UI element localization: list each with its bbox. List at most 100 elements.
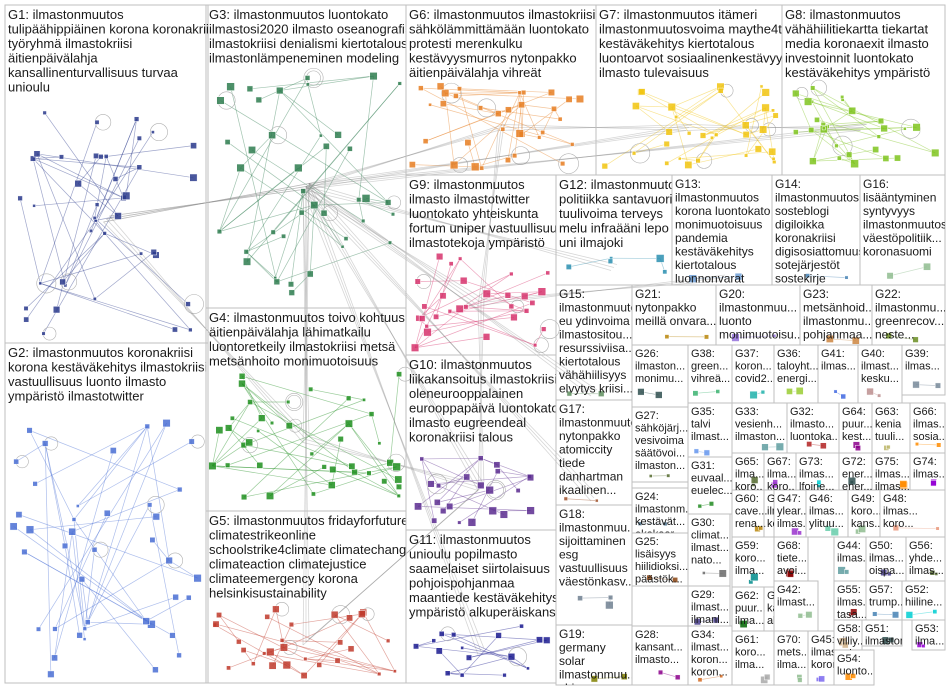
- group-keyword-line: koro...: [735, 481, 766, 493]
- g2-node: [152, 512, 160, 521]
- g4-edge: [389, 374, 400, 463]
- g6-self-loop: [477, 98, 496, 118]
- g2-edge: [72, 489, 180, 533]
- g56-node: [934, 572, 939, 576]
- group-keyword-line: koronakriisi talous: [409, 430, 514, 445]
- g5-node: [347, 645, 355, 653]
- g7-node: [674, 115, 679, 119]
- inter-group-edge: [302, 124, 693, 190]
- group-keyword-line: vastuullisuus: [559, 561, 628, 575]
- group-keyword-line: ilmasto ilmastotwitter: [409, 192, 530, 207]
- group-keyword-line: atomiccity: [559, 443, 612, 457]
- g10-node: [414, 502, 422, 511]
- g4-edge: [212, 401, 251, 467]
- g6-edge: [519, 92, 523, 135]
- group-label: G45:ilmast...koron...: [811, 634, 849, 671]
- group-keyword-line: sähköjärj...: [635, 423, 688, 435]
- g7-edge: [745, 86, 762, 156]
- g9-node: [458, 256, 463, 261]
- g20-node: [731, 333, 740, 342]
- g7-edge: [711, 92, 766, 139]
- g7-node: [768, 147, 777, 156]
- group-title: G50:: [869, 540, 893, 552]
- inter-group-edge: [302, 189, 485, 300]
- g3-node: [268, 131, 276, 139]
- g8-node: [821, 126, 826, 131]
- group-keyword-line: vähähiilitiekartta tiekartat: [785, 22, 928, 37]
- group-keyword-line: eu ydinvoima: [559, 314, 630, 328]
- group-label: G67:ilma...koro...: [767, 456, 798, 493]
- g16-node: [923, 262, 931, 271]
- g2-node: [142, 617, 150, 625]
- group-label: G33:vesienh...ilmaston...: [735, 406, 785, 443]
- g2-node: [109, 447, 117, 454]
- g3-node: [273, 278, 281, 286]
- g1-edge: [40, 283, 191, 331]
- group-g66: G66:ilmas...sosia...: [909, 402, 946, 454]
- group-title: G24:: [635, 491, 659, 503]
- g2-node: [41, 440, 49, 447]
- group-keyword-line: ilmastonmuutos: [775, 191, 859, 205]
- group-title: G26:: [635, 348, 659, 360]
- g42-node: [797, 613, 803, 619]
- g2-edge: [44, 443, 52, 675]
- g39-node: [934, 382, 941, 389]
- group-title: G23:: [803, 287, 829, 301]
- g1-node: [52, 306, 61, 314]
- g3-node: [390, 212, 396, 217]
- g3-edge: [323, 146, 327, 214]
- group-keyword-line: ilmanl...: [691, 614, 729, 626]
- g1-edge: [94, 217, 189, 305]
- g7-edge: [635, 105, 670, 133]
- group-keyword-line: ylituu...: [809, 518, 844, 530]
- group-g55: G55:ilmas...tasa...: [833, 580, 867, 621]
- g10-edge: [421, 458, 435, 521]
- g6-edge: [542, 108, 555, 133]
- group-keyword-line: työryhmä ilmastokriisi: [8, 36, 132, 51]
- group-title: G19:: [559, 627, 585, 641]
- g4-node: [256, 461, 264, 469]
- g1-node: [94, 202, 100, 207]
- group-keyword-line: ilmastonmu...: [875, 301, 946, 315]
- group-keyword-line: koron...: [691, 667, 728, 679]
- g7-node: [684, 160, 693, 169]
- g1-self-loop: [36, 273, 57, 294]
- g31-node: [708, 501, 714, 507]
- group-keyword-line: äitienpäivälahja: [8, 51, 98, 66]
- g4-edge: [348, 423, 400, 488]
- g11-edge: [447, 672, 505, 676]
- g11-node: [543, 636, 551, 644]
- g4-node: [344, 419, 353, 428]
- g10-node: [485, 485, 494, 495]
- g10-self-loop: [426, 473, 448, 495]
- g9-edge: [435, 263, 452, 317]
- g1-node: [103, 154, 109, 159]
- g17-node: [595, 498, 599, 503]
- g12-node: [607, 258, 614, 264]
- g9-node: [532, 343, 538, 348]
- group-title: G44:: [837, 540, 861, 552]
- g1-node: [74, 179, 82, 188]
- g54-node: [850, 673, 856, 679]
- g1-node: [136, 135, 142, 141]
- g4-edge: [212, 444, 244, 467]
- group-keyword-line: ilmastotekoja ympäristö: [409, 235, 545, 250]
- group-title: G33:: [735, 406, 759, 418]
- group-keyword-line: ilmas...: [777, 518, 812, 530]
- g2-node: [47, 670, 55, 678]
- g35-node: [703, 449, 710, 456]
- group-keyword-line: pandemia: [675, 231, 728, 245]
- group-keyword-line: ilmas...: [905, 361, 940, 373]
- g1-edge: [125, 119, 137, 196]
- g4-node: [311, 491, 316, 497]
- group-title: G14:: [775, 177, 801, 191]
- g3-node: [361, 194, 371, 203]
- g8-edge: [823, 120, 881, 129]
- g2-node: [26, 427, 33, 434]
- group-keyword-line: germany: [559, 641, 606, 655]
